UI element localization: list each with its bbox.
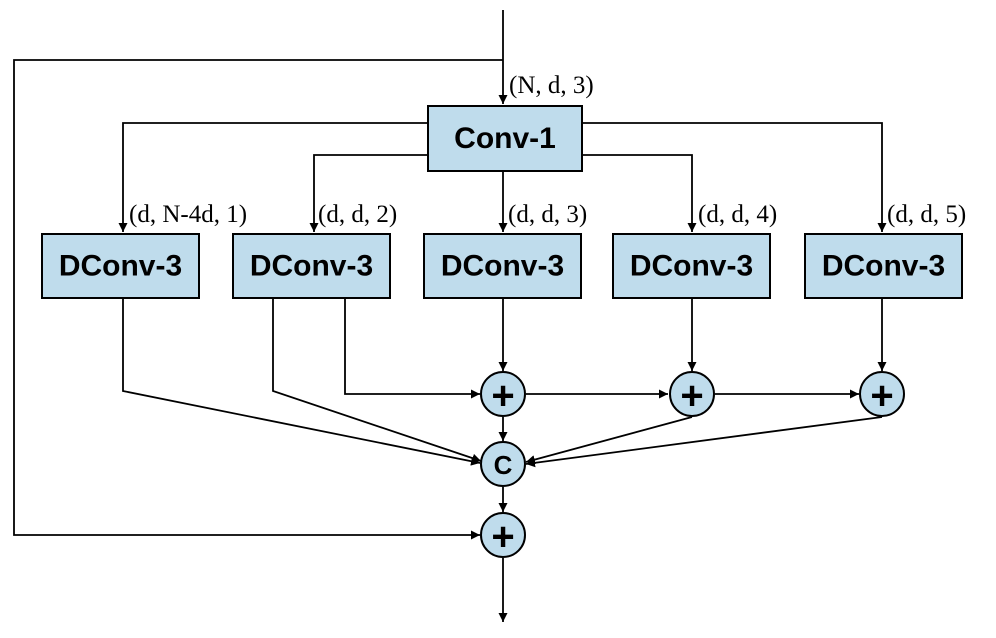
dconv-block-5-shape: (d, d, 5) bbox=[887, 201, 966, 228]
conv1-to-dconv-5-arrow bbox=[582, 122, 887, 232]
dconv-block-5: DConv-3 bbox=[804, 233, 963, 299]
conv1-to-dconv-1-arrow bbox=[118, 122, 428, 232]
dconv-block-3: DConv-3 bbox=[423, 233, 582, 299]
add-node-2: + bbox=[669, 371, 715, 418]
add-node-final: + bbox=[480, 512, 526, 559]
dconv-block-3-shape: (d, d, 3) bbox=[508, 201, 587, 228]
dconv-block-1-shape: (d, N-4d, 1) bbox=[129, 201, 247, 228]
conv1-block: Conv-1 bbox=[427, 105, 583, 172]
dconv-2-to-add-1-arrow bbox=[344, 298, 480, 399]
dconv-block-4-shape: (d, d, 4) bbox=[698, 201, 777, 228]
dconv-block-2-shape: (d, d, 2) bbox=[318, 201, 397, 228]
concat-node: C bbox=[480, 441, 526, 487]
add-node-1: + bbox=[480, 371, 526, 418]
dconv-block-label: DConv-3 bbox=[630, 250, 753, 283]
add-3-to-concat-arrow bbox=[525, 416, 883, 468]
conv1-to-dconv-2-arrow bbox=[309, 154, 428, 232]
concat-symbol: C bbox=[494, 450, 513, 480]
plus-icon: + bbox=[680, 374, 703, 418]
dconv-block-1: DConv-3 bbox=[41, 233, 200, 299]
conv1-input-shape: (N, d, 3) bbox=[509, 72, 594, 99]
dconv-block-2: DConv-3 bbox=[232, 233, 391, 299]
add-2-to-concat-arrow bbox=[525, 416, 693, 464]
plus-icon: + bbox=[491, 374, 514, 418]
dconv-block-4: DConv-3 bbox=[612, 233, 771, 299]
plus-icon: + bbox=[491, 515, 514, 559]
dconv-block-label: DConv-3 bbox=[822, 250, 945, 283]
dconv-block-label: DConv-3 bbox=[59, 250, 182, 283]
add-node-3: + bbox=[859, 371, 905, 418]
plus-icon: + bbox=[870, 374, 893, 418]
conv1-to-dconv-4-arrow bbox=[582, 154, 697, 232]
dconv-2-to-concat-arrow bbox=[272, 298, 482, 463]
conv1-label: Conv-1 bbox=[454, 122, 556, 155]
dconv-block-label: DConv-3 bbox=[441, 250, 564, 283]
dconv-block-label: DConv-3 bbox=[250, 250, 373, 283]
connections bbox=[13, 10, 887, 622]
skip-connection-arrow bbox=[13, 59, 503, 540]
dconv-1-to-concat-arrow bbox=[122, 298, 481, 466]
